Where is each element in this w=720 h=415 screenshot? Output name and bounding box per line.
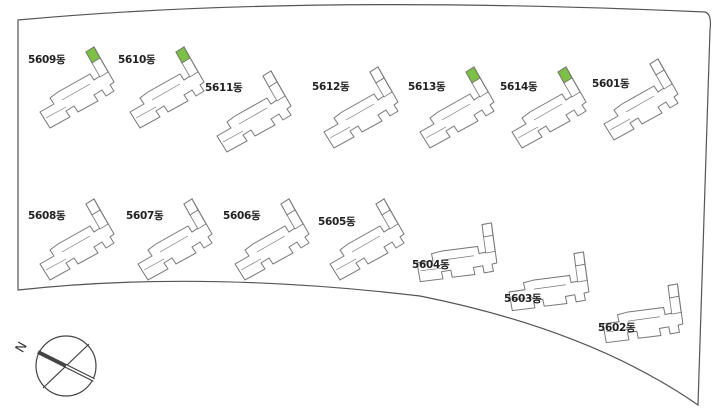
building-label: 5612동	[312, 81, 350, 93]
building-label: 5607동	[126, 210, 164, 222]
building-outline	[39, 198, 115, 281]
building-outline	[39, 46, 115, 129]
building-label: 5603동	[504, 293, 542, 305]
building-5611[interactable]: 5611동	[205, 58, 325, 158]
building-label: 5606동	[223, 210, 261, 222]
building-5613[interactable]: 5613동	[408, 54, 528, 154]
building-5601[interactable]: 5601동	[592, 46, 712, 146]
building-5603[interactable]: 5603동	[504, 234, 624, 334]
building-5607[interactable]: 5607동	[126, 186, 246, 286]
building-5606[interactable]: 5606동	[223, 186, 343, 286]
building-outline	[323, 66, 399, 149]
building-outline	[511, 66, 587, 149]
building-5608[interactable]: 5608동	[28, 186, 148, 286]
building-label: 5609동	[28, 54, 66, 66]
building-label: 5610동	[118, 54, 156, 66]
building-5614[interactable]: 5614동	[500, 54, 620, 154]
building-label: 5613동	[408, 81, 446, 93]
building-label: 5601동	[592, 78, 630, 90]
building-label: 5604동	[412, 259, 450, 271]
building-5602[interactable]: 5602동	[598, 266, 718, 366]
building-5612[interactable]: 5612동	[312, 54, 432, 154]
compass: N	[8, 330, 108, 405]
building-5605[interactable]: 5605동	[318, 186, 438, 286]
building-label: 5611동	[205, 82, 243, 94]
building-5604[interactable]: 5604동	[412, 205, 532, 305]
building-outline	[416, 222, 498, 283]
building-outline	[216, 70, 292, 153]
compass-icon	[35, 335, 97, 397]
building-outline	[234, 198, 310, 281]
building-outline	[329, 198, 405, 281]
building-outline	[419, 66, 495, 149]
building-outline	[129, 46, 205, 129]
building-outline	[602, 283, 684, 344]
building-label: 5605동	[318, 216, 356, 228]
building-outline	[603, 58, 679, 141]
building-label: 5614동	[500, 81, 538, 93]
building-label: 5608동	[28, 210, 66, 222]
building-label: 5602동	[598, 322, 636, 334]
building-outline	[508, 251, 590, 312]
building-5610[interactable]: 5610동	[118, 34, 238, 134]
building-5609[interactable]: 5609동	[28, 34, 148, 134]
building-outline	[137, 198, 213, 281]
